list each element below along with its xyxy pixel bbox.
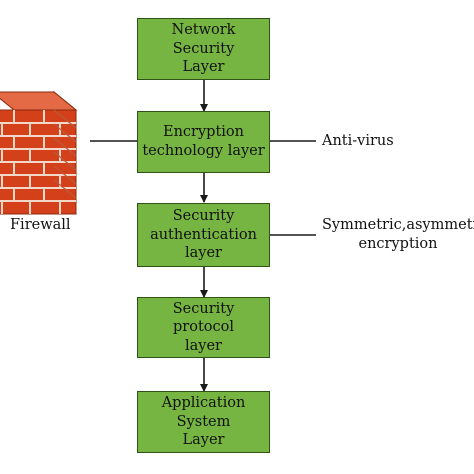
application-system-layer-box: Application System Layer xyxy=(137,391,270,453)
security-authentication-layer-label: Security authentication layer xyxy=(150,208,257,262)
firewall-label: Firewall xyxy=(10,217,71,233)
brick-wall-icon xyxy=(0,90,78,216)
network-security-layer-label: Network Security Layer xyxy=(171,22,236,76)
security-protocol-layer-label: Security protocol layer xyxy=(172,300,235,354)
symmetric-encryption-label: Symmetric,asymmetric encryption xyxy=(322,217,474,252)
network-security-layer-box: Network Security Layer xyxy=(137,18,270,80)
antivirus-label: Anti-virus xyxy=(322,133,394,149)
security-authentication-layer-box: Security authentication layer xyxy=(137,203,270,267)
encryption-technology-layer-label: Encryption technology layer xyxy=(142,124,265,159)
encryption-technology-layer-box: Encryption technology layer xyxy=(137,111,270,173)
application-system-layer-label: Application System Layer xyxy=(161,395,246,449)
security-protocol-layer-box: Security protocol layer xyxy=(137,297,270,358)
